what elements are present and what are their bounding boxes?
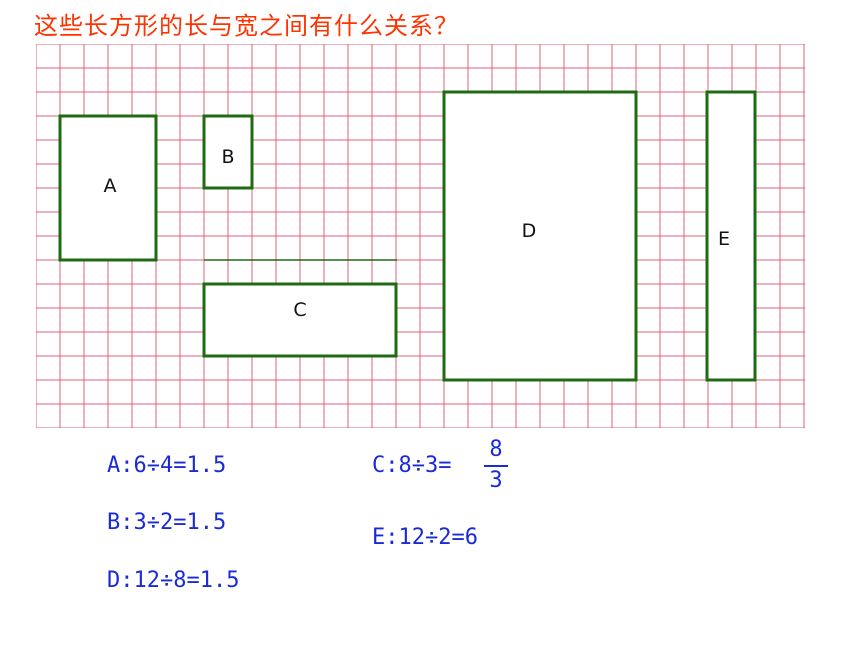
rectangle-d-shape bbox=[442, 90, 638, 382]
question-title: 这些长方形的长与宽之间有什么关系？ bbox=[34, 12, 459, 40]
rectangle-c-label: C bbox=[293, 299, 306, 321]
formula-c-fraction-bar bbox=[484, 465, 508, 467]
formula-e: E:12÷2=6 bbox=[372, 525, 478, 550]
rectangle-a: A bbox=[58, 114, 158, 262]
rectangle-e-shape bbox=[705, 90, 757, 382]
rectangle-d-label: D bbox=[522, 220, 537, 242]
formula-a: A:6÷4=1.5 bbox=[107, 453, 227, 478]
rectangle-b-label: B bbox=[221, 146, 234, 168]
formula-d: D:12÷8=1.5 bbox=[107, 568, 240, 593]
rectangle-e-label: E bbox=[718, 228, 730, 250]
rectangle-c: C bbox=[202, 282, 398, 358]
rectangle-a-shape bbox=[58, 114, 158, 262]
rectangle-e: E bbox=[705, 90, 757, 382]
rectangle-d: D bbox=[442, 90, 638, 382]
formula-c-prefix: C:8÷3= bbox=[372, 453, 452, 478]
formula-c-numerator: 8 bbox=[489, 437, 503, 462]
formula-b: B:3÷2=1.5 bbox=[107, 510, 227, 535]
rectangle-c-shape bbox=[202, 282, 398, 358]
grid-paper: A B C D E bbox=[36, 44, 805, 428]
grid-diagram: A B C D E bbox=[36, 44, 805, 428]
rectangle-b-shape bbox=[202, 114, 254, 190]
rectangle-b: B bbox=[202, 114, 254, 190]
formula-c-denominator: 3 bbox=[489, 468, 503, 493]
rectangle-a-label: A bbox=[104, 175, 117, 197]
